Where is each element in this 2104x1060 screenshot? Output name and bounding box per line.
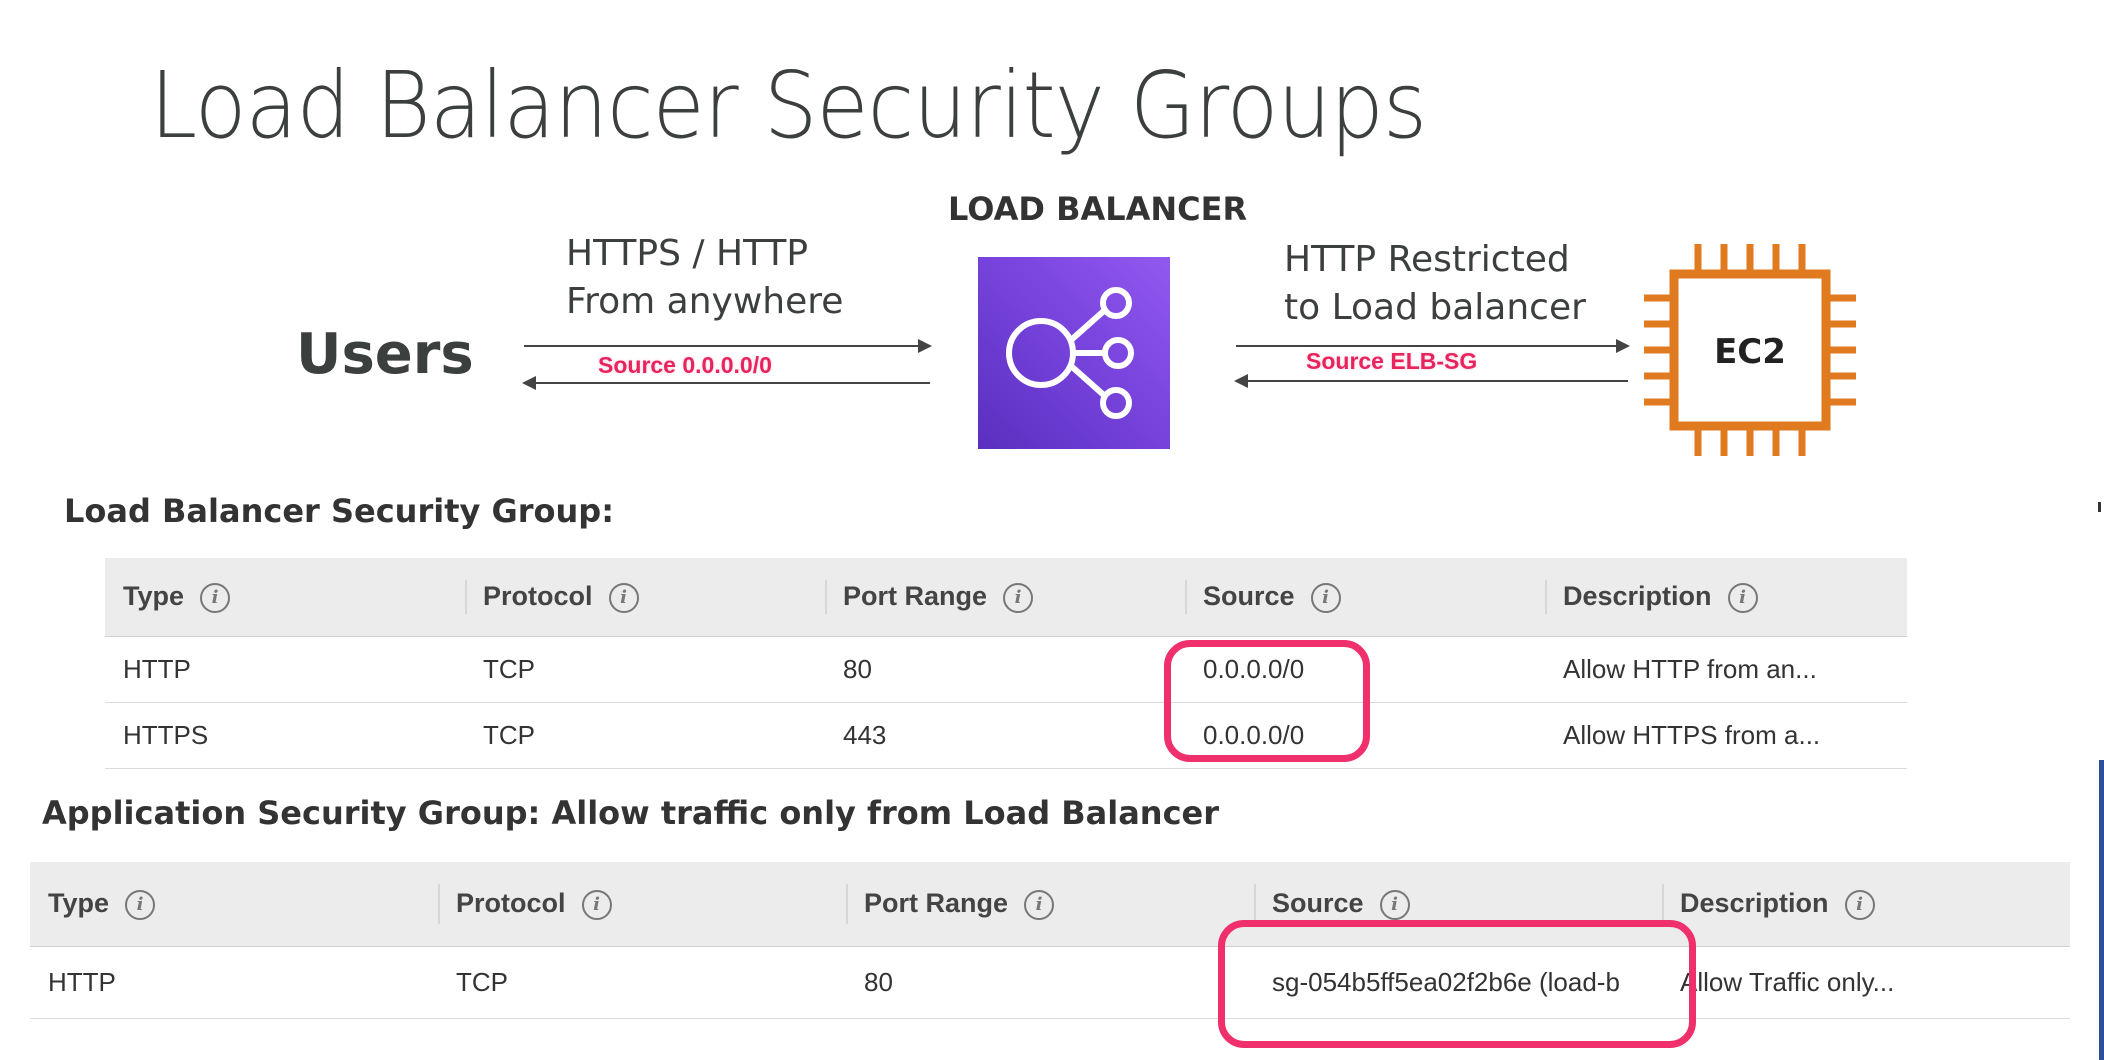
info-icon[interactable]: i <box>125 889 156 920</box>
left-flow-line2: From anywhere <box>566 281 844 322</box>
info-icon[interactable]: i <box>581 889 612 920</box>
table-row: HTTPS TCP 443 0.0.0.0/0 Allow HTTPS from… <box>105 702 1907 769</box>
cell-port-range: 80 <box>846 946 1254 1019</box>
lb-sg-heading: Load Balancer Security Group: <box>64 492 614 530</box>
right-source-label: Source ELB-SG <box>1306 348 1478 374</box>
right-flow-line1: HTTP Restricted <box>1284 239 1570 280</box>
cell-port-range: 443 <box>825 702 1185 769</box>
app-sg-heading: Application Security Group: Allow traffi… <box>42 794 1220 832</box>
arrow-to-users <box>522 376 930 390</box>
load-balancer-icon <box>978 257 1170 449</box>
info-icon[interactable]: i <box>1024 889 1055 920</box>
info-icon[interactable]: i <box>1844 889 1875 920</box>
info-icon[interactable]: i <box>1310 582 1341 613</box>
slide-title: Load Balancer Security Groups <box>150 52 1427 159</box>
cell-description: Allow HTTP from an... <box>1545 636 1907 703</box>
arrow-to-load-balancer <box>524 339 932 353</box>
cell-protocol: TCP <box>465 702 825 769</box>
cell-source: sg-054b5ff5ea02f2b6e (load-b <box>1254 946 1662 1019</box>
table-row: HTTP TCP 80 sg-054b5ff5ea02f2b6e (load-b… <box>30 946 2070 1019</box>
lb-source-highlight <box>1164 640 1370 762</box>
arrow-to-load-balancer-back <box>1234 374 1628 388</box>
edge-bar <box>2099 760 2104 1060</box>
ec2-chip-icon <box>1640 240 1860 460</box>
left-flow-line1: HTTPS / HTTP <box>566 233 809 274</box>
table-row: HTTP TCP 80 0.0.0.0/0 Allow HTTP from an… <box>105 636 1907 703</box>
edge-mark <box>2098 502 2101 512</box>
cell-protocol: TCP <box>438 946 846 1019</box>
app-source-highlight <box>1218 920 1696 1048</box>
cell-type: HTTP <box>30 946 438 1019</box>
left-flow-text: HTTPS / HTTP From anywhere <box>566 230 843 326</box>
info-icon[interactable]: i <box>608 582 639 613</box>
cell-description: Allow HTTPS from a... <box>1545 702 1907 769</box>
cell-port-range: 80 <box>825 636 1185 703</box>
arrow-to-ec2 <box>1236 339 1630 353</box>
right-flow-text: HTTP Restricted to Load balancer <box>1284 236 1586 332</box>
cell-type: HTTPS <box>105 702 465 769</box>
users-label: Users <box>296 322 474 387</box>
right-flow-line2: to Load balancer <box>1284 287 1586 328</box>
cell-description: Allow Traffic only... <box>1662 946 2070 1019</box>
load-balancer-heading: LOAD BALANCER <box>948 190 1248 228</box>
info-icon[interactable]: i <box>1003 582 1034 613</box>
cell-type: HTTP <box>105 636 465 703</box>
info-icon[interactable]: i <box>1727 582 1758 613</box>
info-icon[interactable]: i <box>200 582 231 613</box>
cell-protocol: TCP <box>465 636 825 703</box>
left-source-label: Source 0.0.0.0/0 <box>598 352 772 378</box>
info-icon[interactable]: i <box>1379 889 1410 920</box>
ec2-label: EC2 <box>1714 332 1786 372</box>
